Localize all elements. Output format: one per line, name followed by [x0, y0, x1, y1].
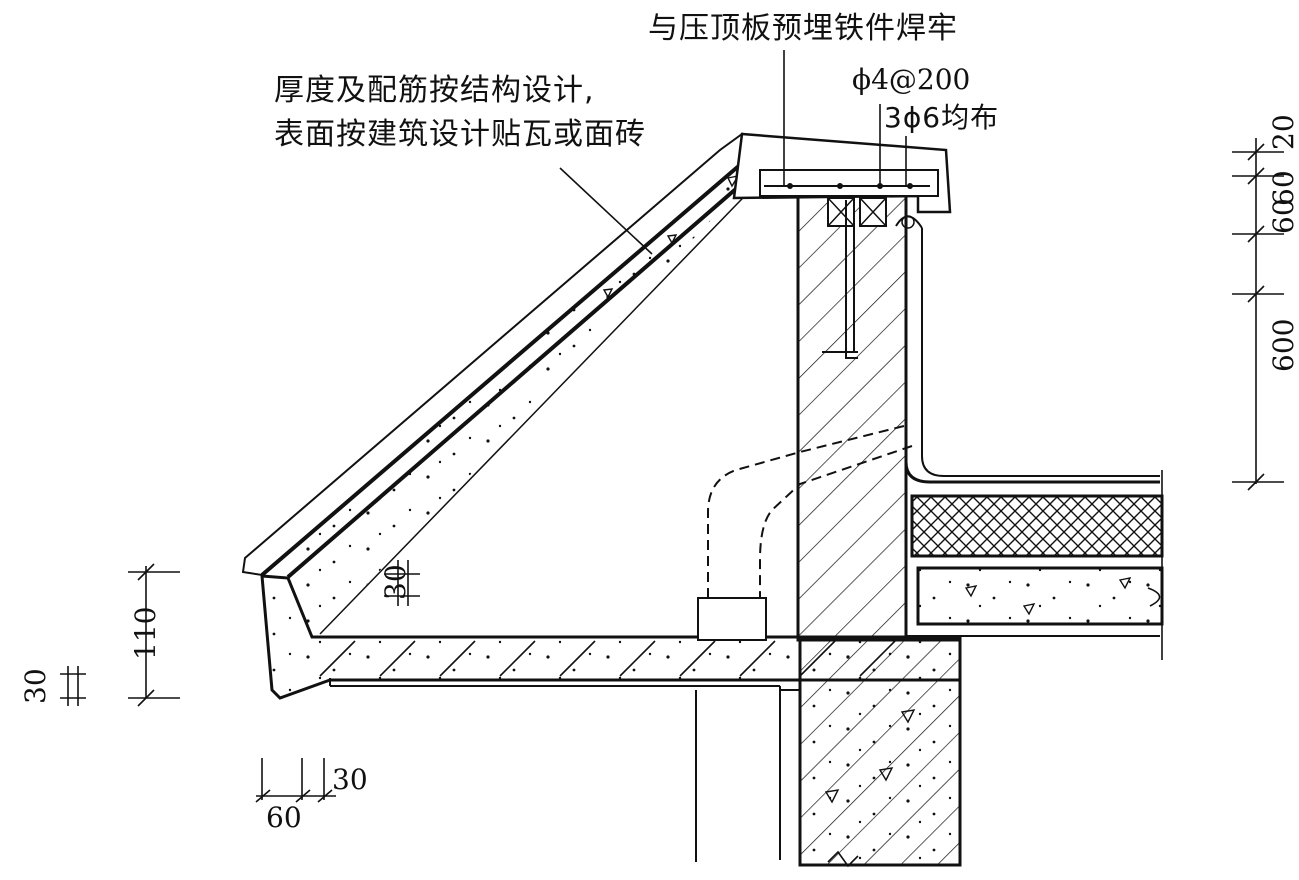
dim-20: 20	[1267, 114, 1299, 150]
dim-left-30: 30	[19, 668, 52, 704]
dim-600: 600	[1267, 318, 1299, 372]
structure-note-line-2: 表面按建筑设计贴瓦或面砖	[274, 117, 646, 152]
rebar-distributed-label: 3ϕ6均布	[884, 101, 1000, 134]
right-dimension-chain	[1232, 138, 1284, 491]
roof-slab	[906, 470, 1164, 660]
slab-dimension-30	[384, 560, 420, 606]
dim-bottom-30: 30	[332, 763, 368, 796]
dim-slab-30: 30	[379, 564, 412, 600]
weld-note: 与压顶板预埋铁件焊牢	[648, 11, 958, 46]
dim-110: 110	[129, 606, 162, 660]
dim-bottom-60: 60	[266, 801, 302, 834]
left-dimension-30	[60, 666, 86, 706]
drain-pipe	[707, 425, 913, 632]
roof-insulation	[910, 494, 1164, 558]
bottom-dimension	[255, 758, 336, 803]
waterproof-membrane	[895, 215, 1160, 484]
dim-60-b: 60	[1267, 198, 1299, 234]
drain-outlet	[697, 597, 767, 641]
structure-note-line-1: 厚度及配筋按结构设计,	[274, 73, 595, 108]
upper-parapet-wall	[796, 194, 908, 642]
coping-cap	[732, 50, 952, 359]
rebar-spacing-label: ϕ4@200	[852, 63, 971, 96]
sloped-slab	[241, 132, 771, 637]
left-dimension-110	[128, 563, 180, 707]
structure-note-leader	[559, 167, 653, 255]
